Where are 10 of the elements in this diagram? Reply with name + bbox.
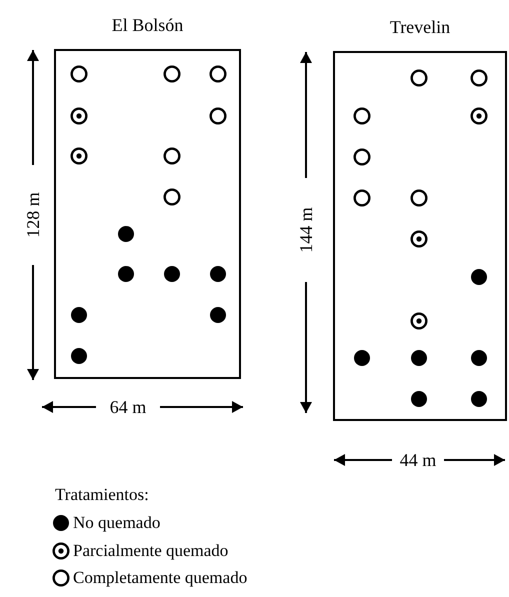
plot-title: Trevelin (390, 16, 450, 39)
legend-text: No quemado (73, 513, 160, 533)
dimension-label: 64 m (110, 397, 146, 417)
plot-title: El Bolsón (112, 14, 184, 37)
dimension-label: 128 m (23, 192, 43, 238)
legend-title: Tratamientos: (55, 485, 149, 505)
dimension-label: 44 m (400, 450, 436, 470)
dimension-label: 144 m (296, 207, 316, 253)
legend-text: Parcialmente quemado (73, 540, 228, 560)
legend-text: Completamente quemado (73, 568, 248, 588)
